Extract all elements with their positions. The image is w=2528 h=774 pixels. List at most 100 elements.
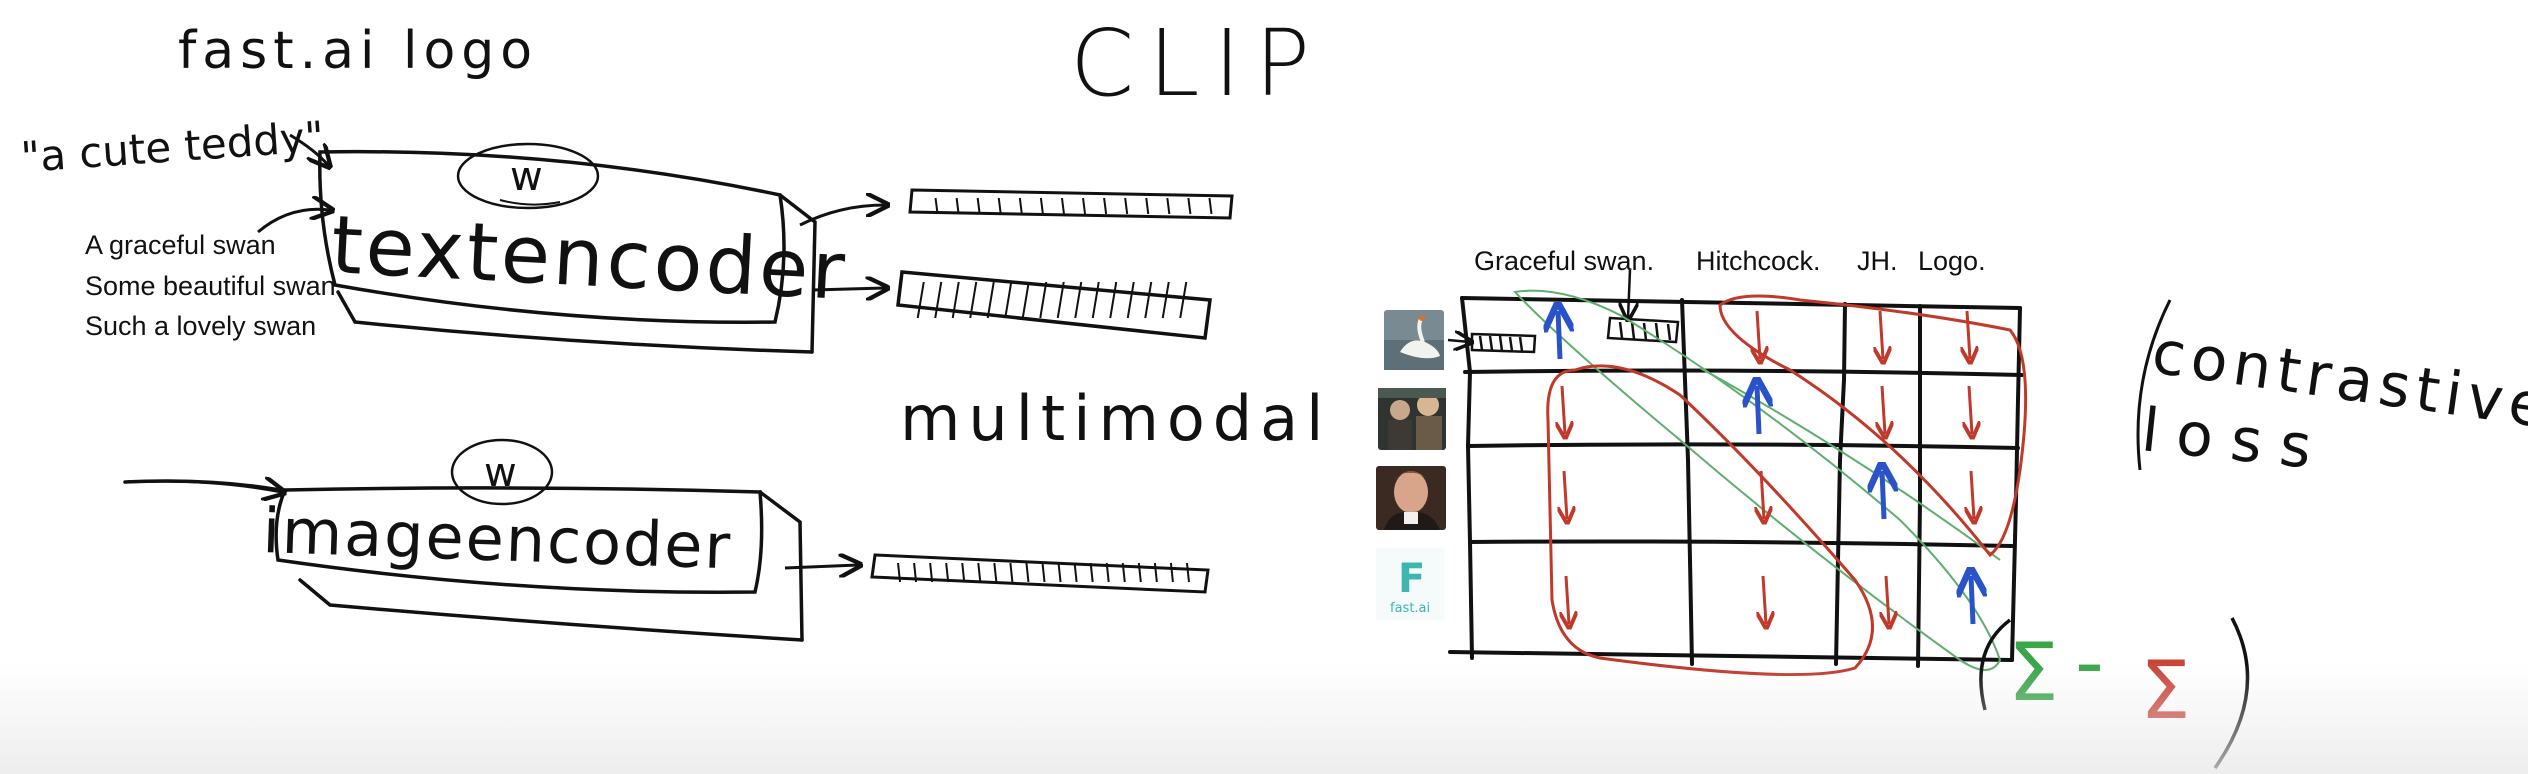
non-matching-pair-down-arrow bbox=[1566, 575, 1569, 624]
thumbnail-fastai-logo: F fast.ai bbox=[1376, 548, 1444, 620]
matching-pair-up-arrow bbox=[1971, 576, 1973, 625]
vector-hatch-mark bbox=[945, 562, 950, 583]
vector-hatch-mark bbox=[961, 562, 966, 583]
matrix-arrows bbox=[1558, 311, 1974, 624]
vector-hatch-mark bbox=[1089, 562, 1094, 583]
non-matching-pair-down-arrow bbox=[1564, 470, 1567, 519]
vector-hatch-mark bbox=[1039, 281, 1048, 319]
vector-hatch-mark bbox=[1025, 562, 1030, 583]
thumbnail-hitchcock-photo bbox=[1378, 388, 1446, 450]
text-encoder-weights: w bbox=[510, 154, 543, 200]
vector-hatch-mark bbox=[934, 281, 943, 319]
fastai-logo-note: fast.ai logo bbox=[178, 21, 538, 81]
text-encoder-label: textencoder bbox=[329, 198, 850, 318]
vector-hatch-mark bbox=[1056, 281, 1065, 319]
vector-hatch-mark bbox=[977, 562, 982, 583]
caption-graceful-swan: A graceful swan bbox=[85, 230, 276, 260]
image-encoder-out-arrow bbox=[784, 565, 858, 568]
vector-hatch-mark bbox=[1166, 197, 1171, 215]
vector-hatch-mark bbox=[1179, 281, 1188, 319]
thumbnail-jh-photo bbox=[1376, 466, 1446, 530]
text-embedding-vector-1 bbox=[908, 188, 1234, 220]
vector-hatch-mark bbox=[969, 281, 978, 319]
vector-hatch-mark bbox=[1060, 197, 1065, 215]
vector-hatch-mark bbox=[934, 197, 939, 215]
header-graceful-swan: Graceful swan. bbox=[1474, 246, 1655, 276]
matching-pair-up-arrow bbox=[1558, 311, 1560, 360]
vector-hatch-mark bbox=[1208, 197, 1213, 215]
vector-hatch-mark bbox=[1145, 197, 1150, 215]
row1-image-vector bbox=[1447, 334, 1537, 354]
formula-sigma-red: Σ bbox=[2140, 644, 2191, 737]
vector-hatch-mark bbox=[1004, 281, 1013, 319]
loss-bracket bbox=[2136, 299, 2172, 471]
teddy-to-encoder-arrow bbox=[289, 133, 328, 165]
red-loop-upper bbox=[1718, 294, 2028, 558]
vector-hatch-mark bbox=[1124, 197, 1129, 215]
vector-hatch-mark bbox=[1105, 562, 1110, 583]
vector-hatch-mark bbox=[1137, 562, 1142, 583]
vector-hatch-mark bbox=[955, 197, 960, 215]
header-logo: Logo. bbox=[1918, 246, 1986, 276]
diagonal-green-line bbox=[1699, 367, 2001, 561]
vector-hatch-mark bbox=[1039, 197, 1044, 215]
matching-pair-up-arrow bbox=[1882, 471, 1884, 520]
vector-hatch-mark bbox=[1082, 197, 1087, 215]
non-matching-pair-down-arrow bbox=[1971, 470, 1974, 519]
caption-beautiful-swan: Some beautiful swan bbox=[85, 271, 336, 301]
similarity-matrix-grid bbox=[1448, 296, 2024, 668]
text-encoder-out-arrow-1 bbox=[799, 205, 885, 227]
text-encoder-out-arrow-2 bbox=[811, 288, 885, 290]
vector-hatch-mark bbox=[1103, 197, 1108, 215]
formula-paren-right bbox=[2213, 617, 2250, 770]
vector-hatch-mark bbox=[1126, 281, 1135, 319]
header-jh: JH. bbox=[1857, 246, 1898, 276]
image-embedding-vector bbox=[870, 553, 1210, 594]
image-encoder-weights: w bbox=[484, 450, 517, 496]
non-matching-pair-down-arrow bbox=[1562, 385, 1565, 434]
vector-hatch-mark bbox=[1091, 281, 1100, 319]
teddy-caption: "a cute teddy" bbox=[19, 112, 325, 182]
vector-hatch-mark bbox=[1074, 281, 1083, 319]
red-loop-lower bbox=[1546, 364, 1874, 677]
non-matching-pair-down-arrow bbox=[1886, 575, 1889, 624]
vector-hatch-mark bbox=[951, 281, 960, 319]
vector-hatch-mark bbox=[897, 562, 902, 583]
fastai-logo-letter: F bbox=[1398, 556, 1425, 602]
image-encoder-label: imageencoder bbox=[261, 494, 733, 583]
vector-hatch-mark bbox=[1041, 562, 1046, 583]
thumbnail-swan-photo bbox=[1384, 310, 1444, 370]
vector-hatch-mark bbox=[929, 562, 934, 583]
vector-hatch-mark bbox=[1057, 562, 1062, 583]
underline-w bbox=[499, 199, 561, 206]
vector-hatch-mark bbox=[1169, 562, 1174, 583]
vector-hatch-mark bbox=[1121, 562, 1126, 583]
captions-to-encoder-arrow bbox=[257, 209, 330, 234]
non-matching-pair-down-arrow bbox=[1761, 470, 1764, 519]
diagonal-green-loop bbox=[1512, 289, 2002, 671]
non-matching-pair-down-arrow bbox=[1967, 310, 1970, 359]
vector-hatch-mark bbox=[1073, 562, 1078, 583]
vector-hatch-mark bbox=[993, 562, 998, 583]
vector-hatch-mark bbox=[916, 281, 925, 319]
fastai-logo-text: fast.ai bbox=[1390, 601, 1430, 616]
image-encoder-weights-circle bbox=[450, 438, 554, 506]
vector-hatch-mark bbox=[1161, 281, 1170, 319]
row1-text-vector bbox=[1606, 269, 1680, 344]
clip-title: CLIP bbox=[1070, 10, 1324, 117]
matching-pair-up-arrow bbox=[1757, 386, 1759, 435]
vector-hatch-mark bbox=[1021, 281, 1030, 319]
image-encoder-in-arrow bbox=[124, 481, 282, 492]
vector-hatch-mark bbox=[986, 281, 995, 319]
non-matching-pair-down-arrow bbox=[1969, 385, 1972, 434]
non-matching-pair-down-arrow bbox=[1882, 385, 1885, 434]
non-matching-pair-down-arrow bbox=[1880, 310, 1883, 359]
non-matching-pair-down-arrow bbox=[1763, 575, 1766, 624]
vector-hatch-mark bbox=[1109, 281, 1118, 319]
header-hitchcock: Hitchcock. bbox=[1696, 246, 1821, 276]
formula-sigma-green: Σ bbox=[2008, 626, 2059, 719]
vector-hatch-mark bbox=[997, 197, 1002, 215]
text-encoder-weights-circle bbox=[456, 142, 600, 210]
